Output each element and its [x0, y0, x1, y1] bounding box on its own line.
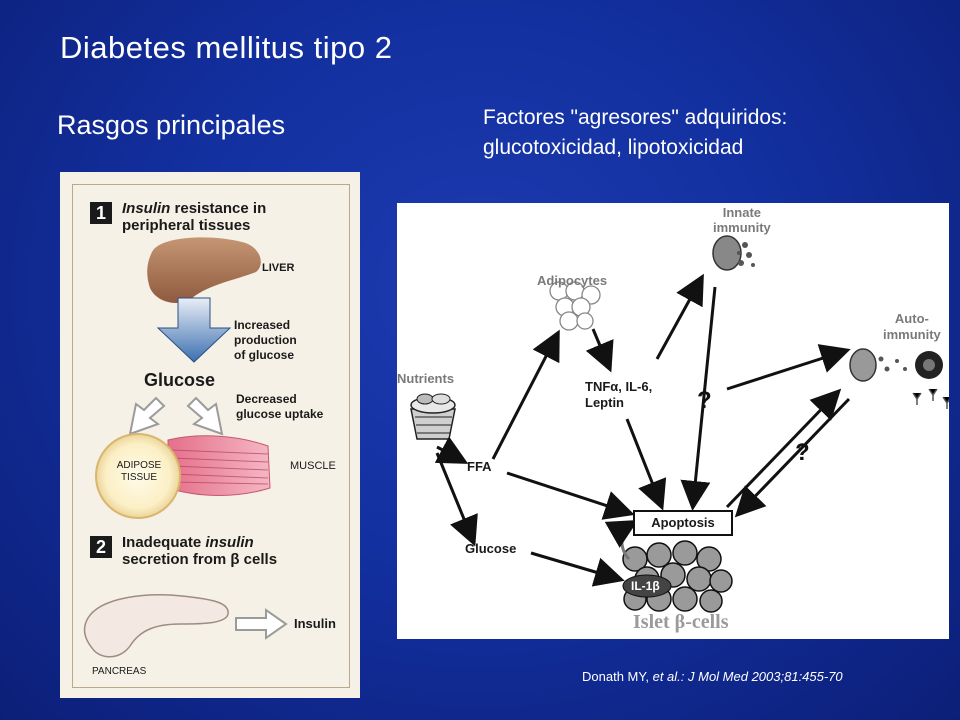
arrow-adipocytes-tnf [585, 328, 614, 373]
nutrients-basket [410, 393, 456, 440]
adipose-line2: TISSUE [120, 472, 158, 483]
arrow-nutrients-glucose [435, 452, 478, 547]
decreased-line1: Decreased [236, 392, 297, 406]
muscle-label: MUSCLE [290, 460, 336, 472]
muscle-shape [167, 435, 271, 496]
auto-immunity-label: Auto- immunity [883, 311, 941, 343]
question-mark-lower: ? [795, 439, 810, 466]
arrow-to-adipose [128, 396, 166, 436]
arrow-to-muscle [186, 396, 224, 436]
step1-line1-rest: resistance in [170, 200, 267, 217]
innate-immunity-label: Innate immunity [713, 205, 771, 235]
feedback-arrow [604, 520, 639, 561]
arrow-autoimmunity-apoptosis-a [734, 397, 851, 518]
nutrients-label: Nutrients [397, 371, 455, 386]
auto-immunity-cells [849, 348, 949, 409]
step1-number: 1 [90, 202, 112, 224]
right-heading: Factores "agresores" adquiridos: glucoto… [483, 103, 787, 163]
tnf-label: TNFα, IL-6, Leptin [585, 379, 652, 411]
left-figure-frame [72, 184, 350, 688]
islet-beta-cells-label: Islet β-cells [633, 611, 729, 633]
increased-line3: of glucose [234, 348, 295, 362]
innate-immunity-cell [712, 235, 755, 271]
liver-label: LIVER [262, 262, 295, 274]
left-heading: Rasgos principales [57, 110, 286, 140]
auto-line1: Auto- [894, 311, 929, 326]
glucose-label: Glucose [144, 370, 216, 390]
increased-line1: Increased [234, 318, 291, 332]
step1-insulin-word: Insulin [122, 200, 171, 217]
increased-production-label: Increased production of glucose [234, 318, 297, 363]
adipose-cell [95, 433, 181, 519]
auto-line2: immunity [883, 327, 941, 342]
adipose-line1: ADIPOSE [116, 460, 162, 471]
step2-line2: secretion from β cells [122, 551, 278, 568]
arrow-innate-apoptosis [680, 286, 717, 511]
arrow-ffa-adipocytes [491, 329, 560, 460]
adipose-label: ADIPOSE TISSUE [116, 460, 162, 484]
glucose-arrow [156, 297, 232, 363]
apoptosis-box: Apoptosis [633, 510, 733, 536]
tnf-line1: TNFα, IL-6, [585, 379, 653, 394]
arrow-tnf-apoptosis [625, 418, 667, 511]
glucose-label-right: Glucose [465, 541, 517, 556]
arrow-q1-autoimmunity [726, 344, 851, 391]
right-heading-line1: Factores "agresores" adquiridos: [483, 106, 788, 129]
ffa-label: FFA [467, 459, 492, 474]
arrow-tnf-innate [655, 273, 704, 360]
step2-number: 2 [90, 536, 112, 558]
step2-heading: Inadequate insulin secretion from β cell… [122, 534, 277, 568]
step2-insulin-word: insulin [205, 534, 254, 551]
right-figure-diagram [410, 235, 949, 613]
right-figure: Innate immunity Adipocytes Auto- immunit… [397, 203, 949, 639]
right-heading-line2: glucotoxicidad, lipotoxicidad [483, 136, 744, 159]
increased-line2: production [234, 333, 297, 347]
arrow-apoptosis-autoimmunity-b [725, 388, 842, 509]
decreased-uptake-label: Decreased glucose uptake [236, 392, 323, 422]
step2-line1-a: Inadequate [122, 534, 206, 551]
arrow-nutrients-ffa [434, 436, 469, 464]
step1-heading: Insulin resistance in peripheral tissues [122, 200, 266, 234]
decreased-line2: glucose uptake [236, 407, 324, 421]
citation: Donath MY, et al.: J Mol Med 2003;81:455… [582, 669, 843, 684]
adipocytes-cluster [549, 281, 601, 331]
liver-shape [147, 237, 261, 303]
pancreas-shape [83, 594, 229, 658]
insulin-label: Insulin [294, 616, 336, 631]
innate-line2: immunity [713, 220, 771, 235]
citation-author: Donath MY, [582, 669, 653, 684]
step1-line2: peripheral tissues [122, 217, 251, 234]
slide-title: Diabetes mellitus tipo 2 [60, 30, 393, 65]
arrow-ffa-apoptosis [506, 471, 635, 520]
innate-line1: Innate [722, 205, 762, 220]
adipocytes-label: Adipocytes [537, 273, 608, 288]
il1b-label: IL-1β [631, 579, 660, 593]
pancreas-label: PANCREAS [92, 666, 147, 677]
citation-ref: : J Mol Med 2003;81:455-70 [680, 669, 843, 684]
citation-etal: et al. [652, 669, 681, 684]
tnf-line2: Leptin [585, 395, 624, 410]
left-figure-illustration [83, 237, 288, 658]
islet-beta-cells [622, 540, 733, 613]
left-figure: 1 Insulin resistance in peripheral tissu… [60, 172, 360, 698]
question-mark-upper: ? [697, 387, 712, 414]
arrow-glucose-islet [530, 551, 625, 587]
insulin-arrow [235, 608, 288, 640]
